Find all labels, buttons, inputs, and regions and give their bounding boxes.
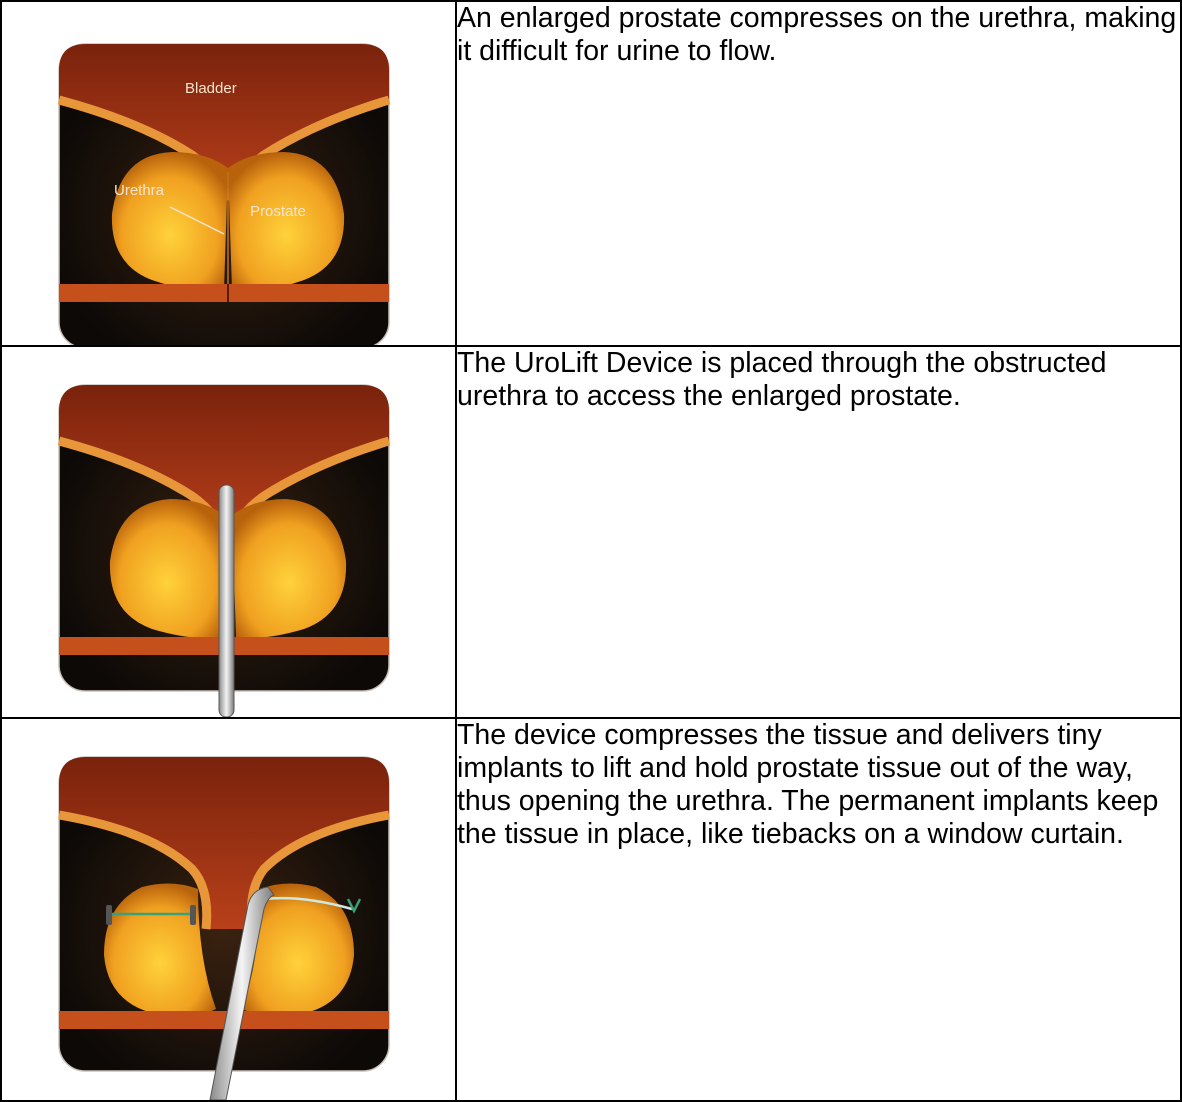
table-row: Bladder Urethra Prostate An enlarged pro… [1,1,1181,346]
table-row: The device compresses the tissue and del… [1,718,1181,1101]
image-cell: Bladder Urethra Prostate [1,1,456,346]
prostate-label: Prostate [250,203,306,220]
step-description: The device compresses the tissue and del… [456,718,1181,1101]
image-cell [1,346,456,718]
device-insertion-illustration [2,347,455,717]
image-cell [1,718,456,1101]
bladder-label: Bladder [185,80,237,97]
urethra-label: Urethra [114,182,165,199]
enlarged-prostate-illustration: Bladder Urethra Prostate [2,2,455,345]
step-description: An enlarged prostate compresses on the u… [456,1,1181,346]
implant-delivery-illustration [2,719,455,1100]
table-row: The UroLift Device is placed through the… [1,346,1181,718]
step-description: The UroLift Device is placed through the… [456,346,1181,718]
